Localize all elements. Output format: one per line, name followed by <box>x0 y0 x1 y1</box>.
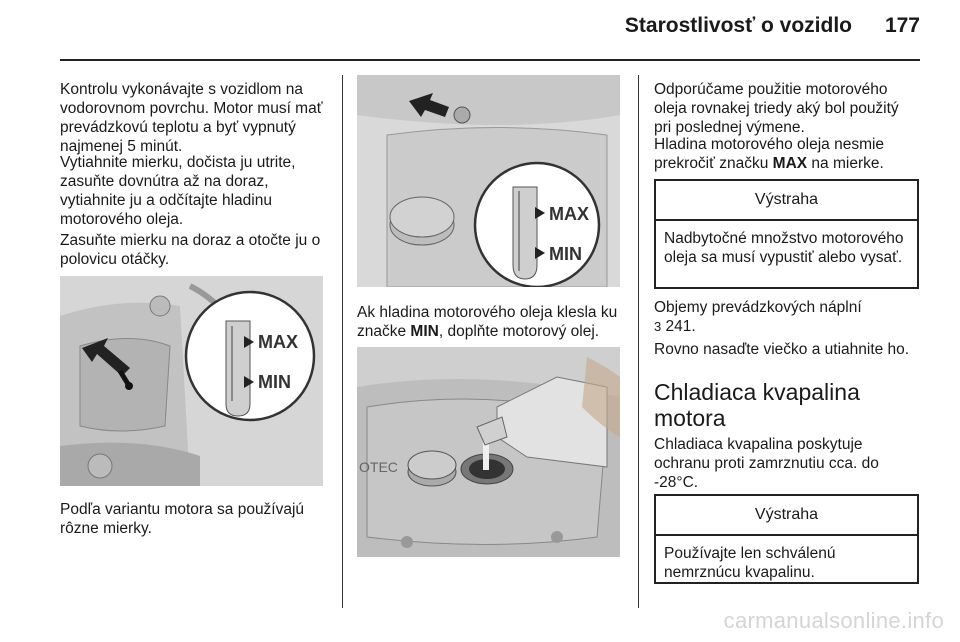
figure2-min-label: MIN <box>549 244 582 264</box>
right-paragraph-5: Chladiaca kvapalina poskytuje ochranu pr… <box>654 436 879 491</box>
dipstick-figure-2: MAX MIN <box>357 75 620 287</box>
oil-cap-dipstick-illustration: MAX MIN <box>357 75 620 287</box>
page-reference: 241. <box>665 318 696 335</box>
page-header-title: Starostlivosť o vozidlo <box>624 14 852 37</box>
right-paragraph-3: Objemy prevádzkových náplní 3 241. <box>654 299 862 335</box>
column-divider-right <box>638 75 639 608</box>
right-paragraph-2: Hladina motorového oleja nesmie prekroči… <box>654 136 885 172</box>
warning-2-body: Používajte len schválenú nemrznúcu kvapa… <box>664 545 836 581</box>
oil-filling-figure: OTEC <box>357 347 620 557</box>
column-divider-left <box>342 75 343 608</box>
left-paragraph-2: Vytiahnite mierku, dočista ju utrite, za… <box>60 154 296 228</box>
left-paragraph-3: Zasuňte mierku na doraz a otočte ju o po… <box>60 232 321 268</box>
engine-text: OTEC <box>359 459 398 475</box>
max-marker-icon <box>244 336 254 348</box>
figure1-max-label: MAX <box>258 332 298 352</box>
page-number: 177 <box>884 14 920 37</box>
min-marker-icon <box>535 247 545 259</box>
section-heading: Chladiaca kvapalina motora <box>654 379 860 431</box>
max-marker-icon <box>535 207 545 219</box>
figure1-min-label: MIN <box>258 372 291 392</box>
page-reference-icon: 3 <box>654 319 662 334</box>
left-paragraph-4: Podľa variantu motora sa používajú rôzne… <box>60 501 305 537</box>
engine-dipstick-illustration: MAX MIN <box>60 276 323 486</box>
oil-filling-illustration: OTEC <box>357 347 620 557</box>
warning-2-title: Výstraha <box>656 496 917 536</box>
left-paragraph-1: Kontrolu vykonávajte s vozidlom na vodor… <box>60 81 323 155</box>
min-marker-icon <box>244 376 254 388</box>
warning-box-2: Výstraha Používajte len schválenú nemrzn… <box>654 494 919 584</box>
min-emphasis: MIN <box>410 323 439 340</box>
dipstick-figure-1: MAX MIN <box>60 276 323 486</box>
arrow-icon <box>82 338 130 376</box>
arrow-icon <box>409 93 449 117</box>
header-divider <box>60 59 920 61</box>
max-emphasis: MAX <box>772 155 808 172</box>
figure2-max-label: MAX <box>549 204 589 224</box>
right-paragraph-4: Rovno nasaďte viečko a utiahnite ho. <box>654 341 910 358</box>
warning-box-1: Výstraha Nadbytočné množstvo motorového … <box>654 179 919 289</box>
warning-1-body: Nadbytočné množstvo motorového oleja sa … <box>664 230 904 266</box>
right-paragraph-1: Odporúčame použitie motorového oleja rov… <box>654 81 899 136</box>
warning-1-title: Výstraha <box>656 181 917 221</box>
watermark: carmanualsonline.info <box>723 608 944 633</box>
middle-paragraph-1: Ak hladina motorového oleja klesla ku zn… <box>357 304 618 340</box>
